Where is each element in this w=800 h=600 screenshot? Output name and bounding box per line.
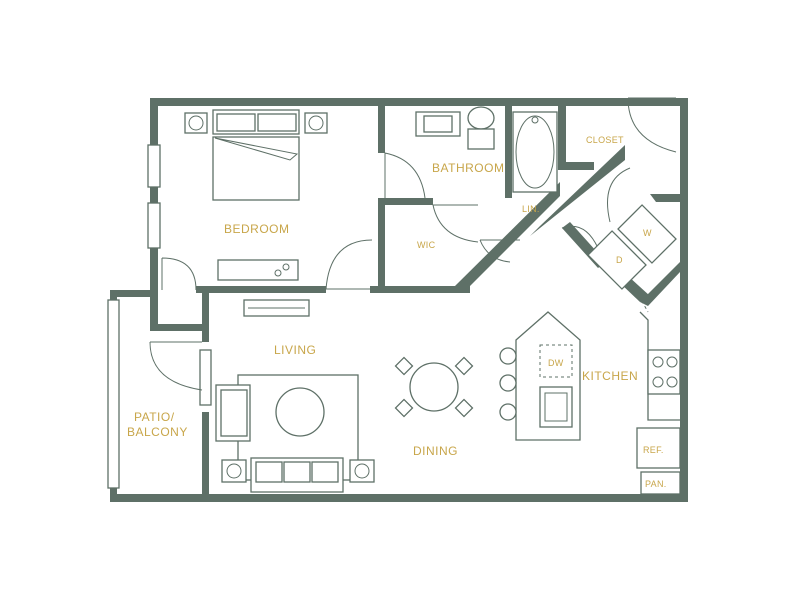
walls xyxy=(107,98,688,502)
appliance-labels: W D DW REF. PAN. xyxy=(548,228,667,489)
label-dryer: D xyxy=(616,255,623,265)
label-kitchen: KITCHEN xyxy=(582,369,638,383)
label-refrigerator: REF. xyxy=(643,445,664,455)
label-bedroom: BEDROOM xyxy=(224,222,290,236)
label-patio: PATIO/ xyxy=(134,410,175,424)
label-living: LIVING xyxy=(274,343,316,357)
label-wic: WIC xyxy=(417,240,436,250)
label-balcony: BALCONY xyxy=(127,425,188,439)
kitchen-fixtures xyxy=(499,204,681,495)
bedroom-furniture xyxy=(184,109,328,317)
living-furniture xyxy=(215,374,375,493)
bathroom-fixtures xyxy=(415,106,558,193)
room-labels: BEDROOM BATHROOM CLOSET LIN. WIC LIVING … xyxy=(127,135,638,458)
label-dishwasher: DW xyxy=(548,358,564,368)
label-linen: LIN. xyxy=(522,204,540,214)
dining-furniture xyxy=(394,356,474,418)
label-closet: CLOSET xyxy=(586,135,624,145)
laundry-area xyxy=(587,204,677,290)
label-pantry: PAN. xyxy=(645,479,667,489)
label-dining: DINING xyxy=(413,444,458,458)
label-bathroom: BATHROOM xyxy=(432,161,504,175)
label-washer: W xyxy=(643,228,652,238)
doors xyxy=(149,97,677,391)
